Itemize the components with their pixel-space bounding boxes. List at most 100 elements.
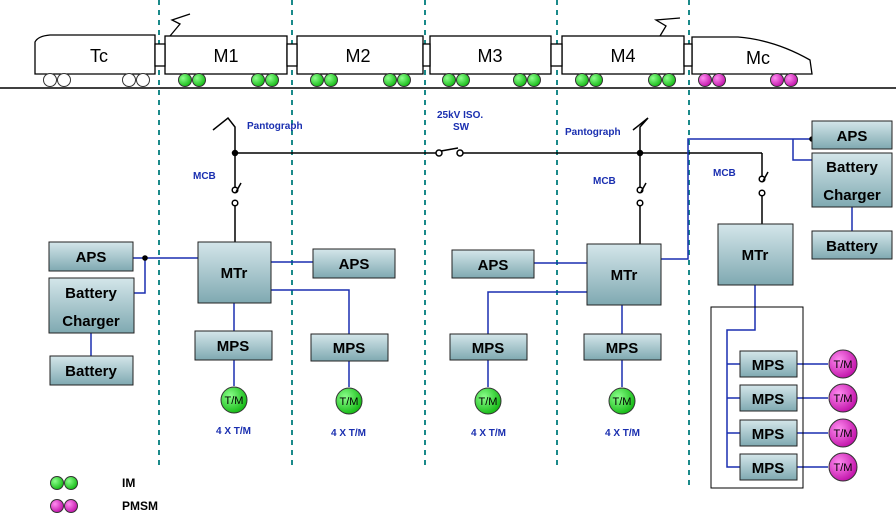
motor-count-label: 4 X T/M (605, 428, 640, 439)
pmsm-wheel (698, 73, 712, 87)
mps-box (310, 333, 389, 362)
mcb-label: MCB (713, 168, 736, 179)
car-label-m1: M1 (213, 46, 238, 66)
mps-label: MPS (333, 340, 366, 357)
aps-box (48, 241, 134, 272)
im-wheel (324, 73, 338, 87)
wire (487, 291, 587, 334)
im-wheel (527, 73, 541, 87)
wire (661, 138, 812, 260)
aps-box (312, 248, 396, 279)
battery-box (811, 230, 893, 260)
aps-label: APS (339, 256, 370, 273)
car-m2 (296, 35, 424, 75)
battery-label: Battery (65, 363, 117, 380)
mps-label: MPS (752, 426, 785, 443)
iso-switch-contact (456, 149, 464, 157)
motor-label: T/M (613, 396, 632, 408)
roof-pantograph-icon (653, 17, 681, 37)
motor-count-label: 4 X T/M (331, 428, 366, 439)
pmsm-wheel (784, 73, 798, 87)
pantograph-label: Pantograph (247, 121, 303, 132)
pmsm-wheel (712, 73, 726, 87)
coupler (286, 43, 298, 67)
im-wheel (513, 73, 527, 87)
legend-im-icon (50, 476, 64, 490)
im-wheel (310, 73, 324, 87)
battery-label: Battery (826, 238, 878, 255)
motor-label: T/M (340, 396, 359, 408)
mps-label: MPS (752, 357, 785, 374)
mcb-blade (762, 171, 769, 182)
wire (134, 258, 146, 294)
pantograph-left-icon (212, 116, 236, 188)
aps-box (451, 249, 535, 279)
car-m1 (164, 35, 288, 75)
im-wheel (456, 73, 470, 87)
pantograph-label: Pantograph (565, 127, 621, 138)
pmsm-motor-icon (828, 452, 858, 482)
aps-label: APS (76, 249, 107, 266)
motor-count-label: 4 X T/M (471, 428, 506, 439)
mtr-label: MTr (742, 247, 769, 264)
motor-label: T/M (225, 395, 244, 407)
mcb-blade (235, 182, 242, 193)
car-dividers (158, 0, 690, 490)
im-wheel (265, 73, 279, 87)
im-motor-icon (474, 387, 502, 415)
motor-label: T/M (834, 462, 853, 474)
im-wheel (192, 73, 206, 87)
iso-switch-label: SW (453, 122, 470, 133)
coupler (422, 43, 431, 67)
battery-charger-label: Charger (823, 187, 881, 204)
mps-box (194, 330, 273, 361)
mps-enclosure (710, 306, 804, 489)
legend-pmsm-icon (50, 499, 64, 513)
im-motor-icon (220, 386, 248, 414)
mps-box (739, 350, 798, 378)
motor-label: T/M (479, 396, 498, 408)
mtr-box (717, 223, 794, 286)
car-label-m4: M4 (610, 46, 635, 66)
iso-switch-label: 25kV ISO. (437, 110, 483, 121)
mps-label: MPS (752, 391, 785, 408)
legend-pmsm-label: PMSM (122, 499, 158, 513)
mps-label: MPS (472, 340, 505, 357)
motor-label: T/M (834, 428, 853, 440)
wheels (43, 73, 798, 87)
car-label-m3: M3 (477, 46, 502, 66)
im-wheel (662, 73, 676, 87)
car-mc (691, 36, 813, 75)
legend-im-label: IM (122, 476, 135, 490)
mps-box (739, 453, 798, 481)
im-wheel (575, 73, 589, 87)
motor-label: T/M (834, 359, 853, 371)
mps-box (739, 384, 798, 412)
aps-box (811, 120, 893, 150)
im-wheel (383, 73, 397, 87)
car-label-tc: Tc (90, 46, 108, 66)
car-tc (34, 34, 156, 75)
mps-box (449, 333, 528, 361)
motor-label: T/M (834, 393, 853, 405)
im-wheel (251, 73, 265, 87)
car-labels: Tc M1 M2 M3 M4 Mc (90, 46, 770, 68)
coupler (683, 43, 693, 67)
im-wheel (397, 73, 411, 87)
junction-dot (142, 255, 148, 261)
mtr-label: MTr (221, 265, 248, 282)
iso-switch-blade (440, 147, 459, 152)
mps-label: MPS (752, 460, 785, 477)
overhead-line (212, 116, 769, 244)
mcb-label: MCB (593, 176, 616, 187)
legend: IM PMSM (50, 476, 158, 513)
wheel (136, 73, 150, 87)
wire (792, 139, 813, 161)
wheel (43, 73, 57, 87)
mps-label: MPS (606, 340, 639, 357)
pmsm-motor-icon (828, 383, 858, 413)
pmsm-wheel (770, 73, 784, 87)
wire (726, 285, 756, 468)
mcb-contact (758, 189, 766, 197)
